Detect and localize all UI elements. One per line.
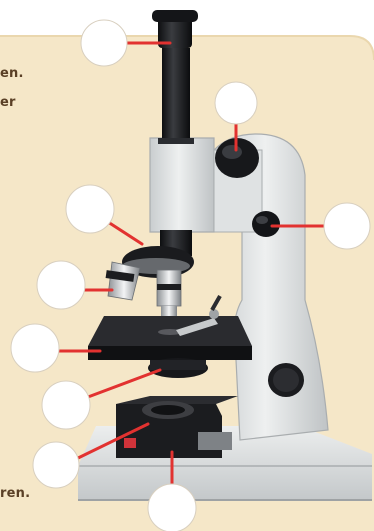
marker-revolving-nosepiece[interactable] [66, 185, 114, 233]
marker-objective-lens[interactable] [37, 261, 85, 309]
marker-diaphragm[interactable] [33, 442, 79, 488]
marker-fine-focus-knob[interactable] [324, 203, 370, 249]
text-fragment-2: er [0, 95, 16, 110]
marker-condenser[interactable] [42, 381, 90, 429]
marker-coarse-focus-knob[interactable] [215, 82, 257, 124]
pillar-opening [268, 363, 304, 397]
text-fragment-3: ren. [0, 486, 30, 501]
text-fragment-1: en. [0, 66, 24, 81]
marker-light-source[interactable] [148, 484, 196, 531]
condenser [148, 358, 208, 378]
marker-stage[interactable] [11, 324, 59, 372]
fine-focus-knob [252, 211, 280, 237]
marker-eyepiece[interactable] [81, 20, 127, 66]
